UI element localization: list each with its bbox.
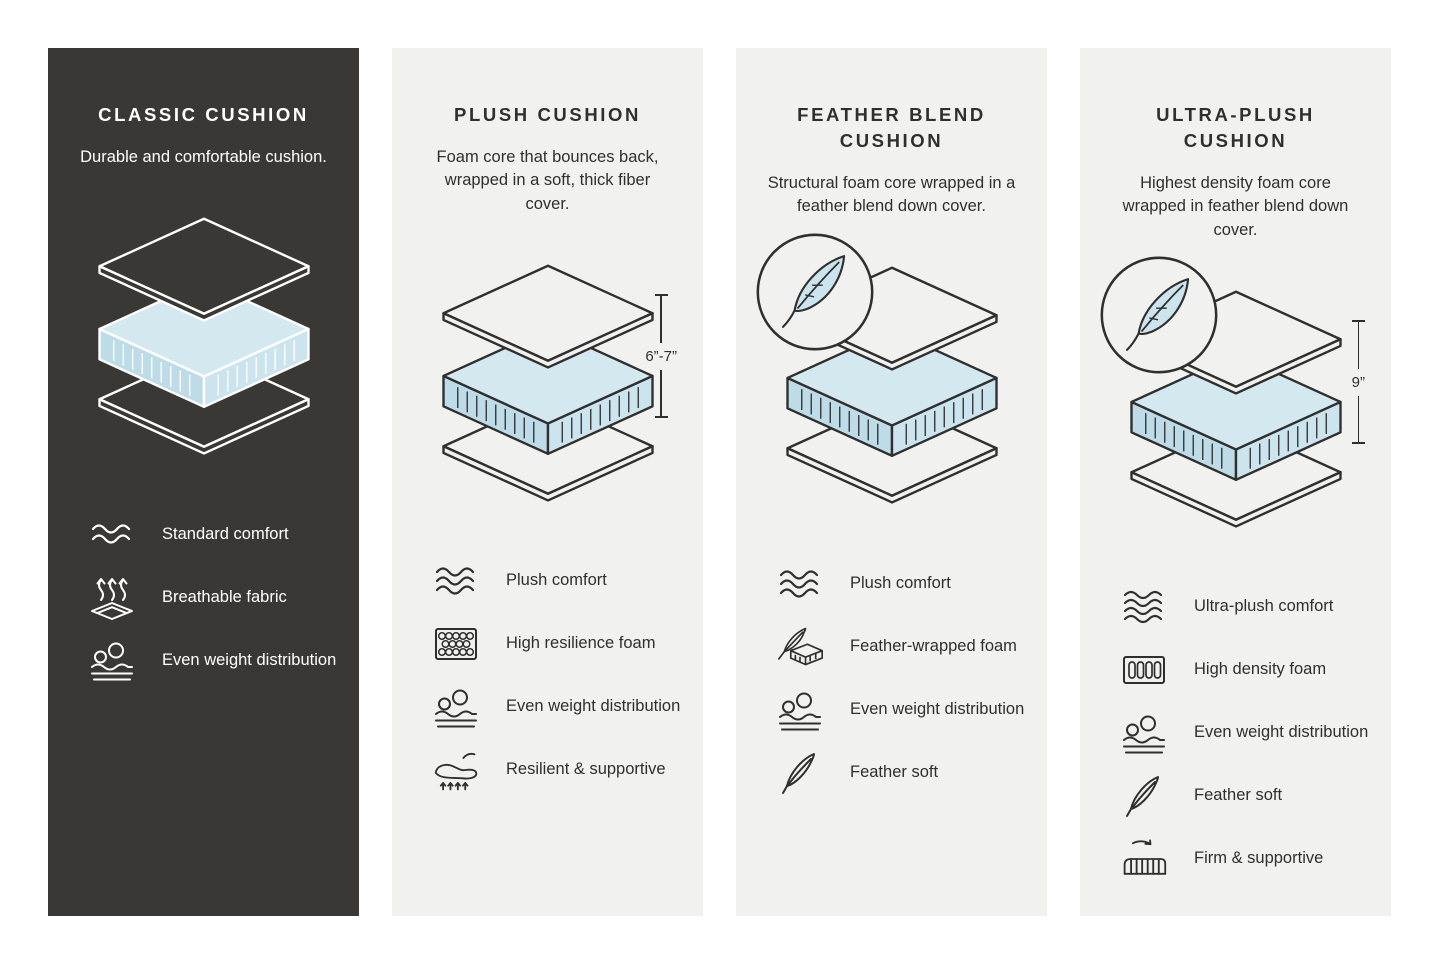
feature-item: Feather-wrapped foam <box>776 622 1035 672</box>
feather-foam-icon <box>776 624 824 670</box>
feature-list: Plush comfort Feather-wrapped foam Even … <box>776 559 1035 811</box>
feature-item: Feather soft <box>1120 771 1379 821</box>
feature-label: Feather-wrapped foam <box>850 636 1017 655</box>
even-weight-icon <box>1120 710 1168 756</box>
feature-label: Resilient & supportive <box>506 760 666 779</box>
feature-label: High density foam <box>1194 660 1327 679</box>
panel-description: Foam core that bounces back, wrapped in … <box>436 147 659 213</box>
height-measurement: 9” <box>1351 320 1365 445</box>
measure-cap-top <box>1351 320 1365 323</box>
feature-label: Plush comfort <box>506 571 607 590</box>
even-weight-icon <box>776 687 824 733</box>
feature-item: Even weight distribution <box>88 635 347 685</box>
feature-item: Feather soft <box>776 748 1035 798</box>
firm-supportive-icon <box>1120 836 1168 882</box>
cushion-layers-diagram: 6”-7” <box>392 238 703 530</box>
measurement-label: 6”-7” <box>645 347 677 365</box>
panel-description: Highest density foam core wrapped in fea… <box>1122 173 1349 239</box>
feature-item: Resilient & supportive <box>432 745 691 795</box>
panel-title: FEATHER BLEND CUSHION <box>797 104 986 151</box>
feature-item: High density foam <box>1120 645 1379 695</box>
feather-icon <box>1120 773 1168 819</box>
waves-icon <box>776 561 824 607</box>
measure-cap-top <box>654 294 668 297</box>
cushion-layers-diagram <box>736 241 1047 533</box>
waves-icon <box>1120 584 1168 630</box>
feature-label: Ultra-plush comfort <box>1194 597 1334 616</box>
panel-plush-cushion: PLUSH CUSHION Foam core that bounces bac… <box>392 48 703 916</box>
feature-label: Firm & supportive <box>1194 849 1324 868</box>
feature-label: Feather soft <box>1194 786 1283 805</box>
cushion-layers-diagram <box>48 191 359 483</box>
feature-label: High resilience foam <box>506 634 656 653</box>
resilient-icon <box>432 747 480 793</box>
feature-item: Even weight distribution <box>776 685 1035 735</box>
panel-title: ULTRA-PLUSH CUSHION <box>1156 104 1315 151</box>
panel-description: Durable and comfortable cushion. <box>80 147 327 166</box>
feature-item: Plush comfort <box>432 556 691 606</box>
panel-classic-cushion: CLASSIC CUSHION Durable and comfortable … <box>48 48 359 916</box>
foam-cells-icon <box>432 621 480 667</box>
feature-label: Even weight distribution <box>850 699 1025 718</box>
feature-label: Even weight distribution <box>506 697 681 716</box>
even-weight-icon <box>88 637 136 683</box>
feather-badge-icon <box>752 229 878 355</box>
panel-title: PLUSH CUSHION <box>454 104 641 125</box>
even-weight-icon <box>432 684 480 730</box>
cushion-layers-icon <box>434 260 662 509</box>
cushion-layers-diagram: 9” <box>1080 264 1391 556</box>
feature-label: Plush comfort <box>850 573 951 592</box>
panel-title: CLASSIC CUSHION <box>98 104 309 125</box>
feature-item: High resilience foam <box>432 619 691 669</box>
high-density-foam-icon <box>1120 647 1168 693</box>
measurement-label: 9” <box>1351 373 1365 391</box>
feature-label: Standard comfort <box>162 524 289 543</box>
feature-item: Even weight distribution <box>432 682 691 732</box>
feature-item: Plush comfort <box>776 559 1035 609</box>
feature-label: Even weight distribution <box>162 650 337 669</box>
feature-item: Ultra-plush comfort <box>1120 582 1379 632</box>
feature-label: Breathable fabric <box>162 587 287 606</box>
feature-item: Breathable fabric <box>88 572 347 622</box>
feather-badge-icon <box>1096 252 1222 378</box>
height-measurement: 6”-7” <box>645 294 677 419</box>
waves-icon <box>88 511 136 557</box>
measure-line <box>1357 322 1360 369</box>
measure-cap-bottom <box>654 416 668 419</box>
feature-label: Even weight distribution <box>1194 723 1369 742</box>
panel-feather-blend-cushion: FEATHER BLEND CUSHION Structural foam co… <box>736 48 1047 916</box>
measure-line <box>660 296 662 343</box>
panel-ultra-plush-cushion: ULTRA-PLUSH CUSHION Highest density foam… <box>1080 48 1391 916</box>
measure-cap-bottom <box>1351 442 1365 445</box>
measure-line <box>1357 395 1360 443</box>
cushion-layers-icon <box>90 213 318 462</box>
measure-line <box>660 369 662 417</box>
breathable-fabric-icon <box>88 574 136 620</box>
feature-label: Feather soft <box>850 762 939 781</box>
feature-item: Standard comfort <box>88 509 347 559</box>
feature-item: Firm & supportive <box>1120 834 1379 884</box>
waves-icon <box>432 558 480 604</box>
panel-description: Structural foam core wrapped in a feathe… <box>767 173 1016 216</box>
feather-icon <box>776 750 824 796</box>
feature-list: Standard comfort Breathable fabric Even … <box>88 509 347 698</box>
feature-list: Plush comfort High resilience foam Even … <box>432 556 691 808</box>
feature-item: Even weight distribution <box>1120 708 1379 758</box>
feature-list: Ultra-plush comfort High density foam Ev… <box>1120 582 1379 897</box>
